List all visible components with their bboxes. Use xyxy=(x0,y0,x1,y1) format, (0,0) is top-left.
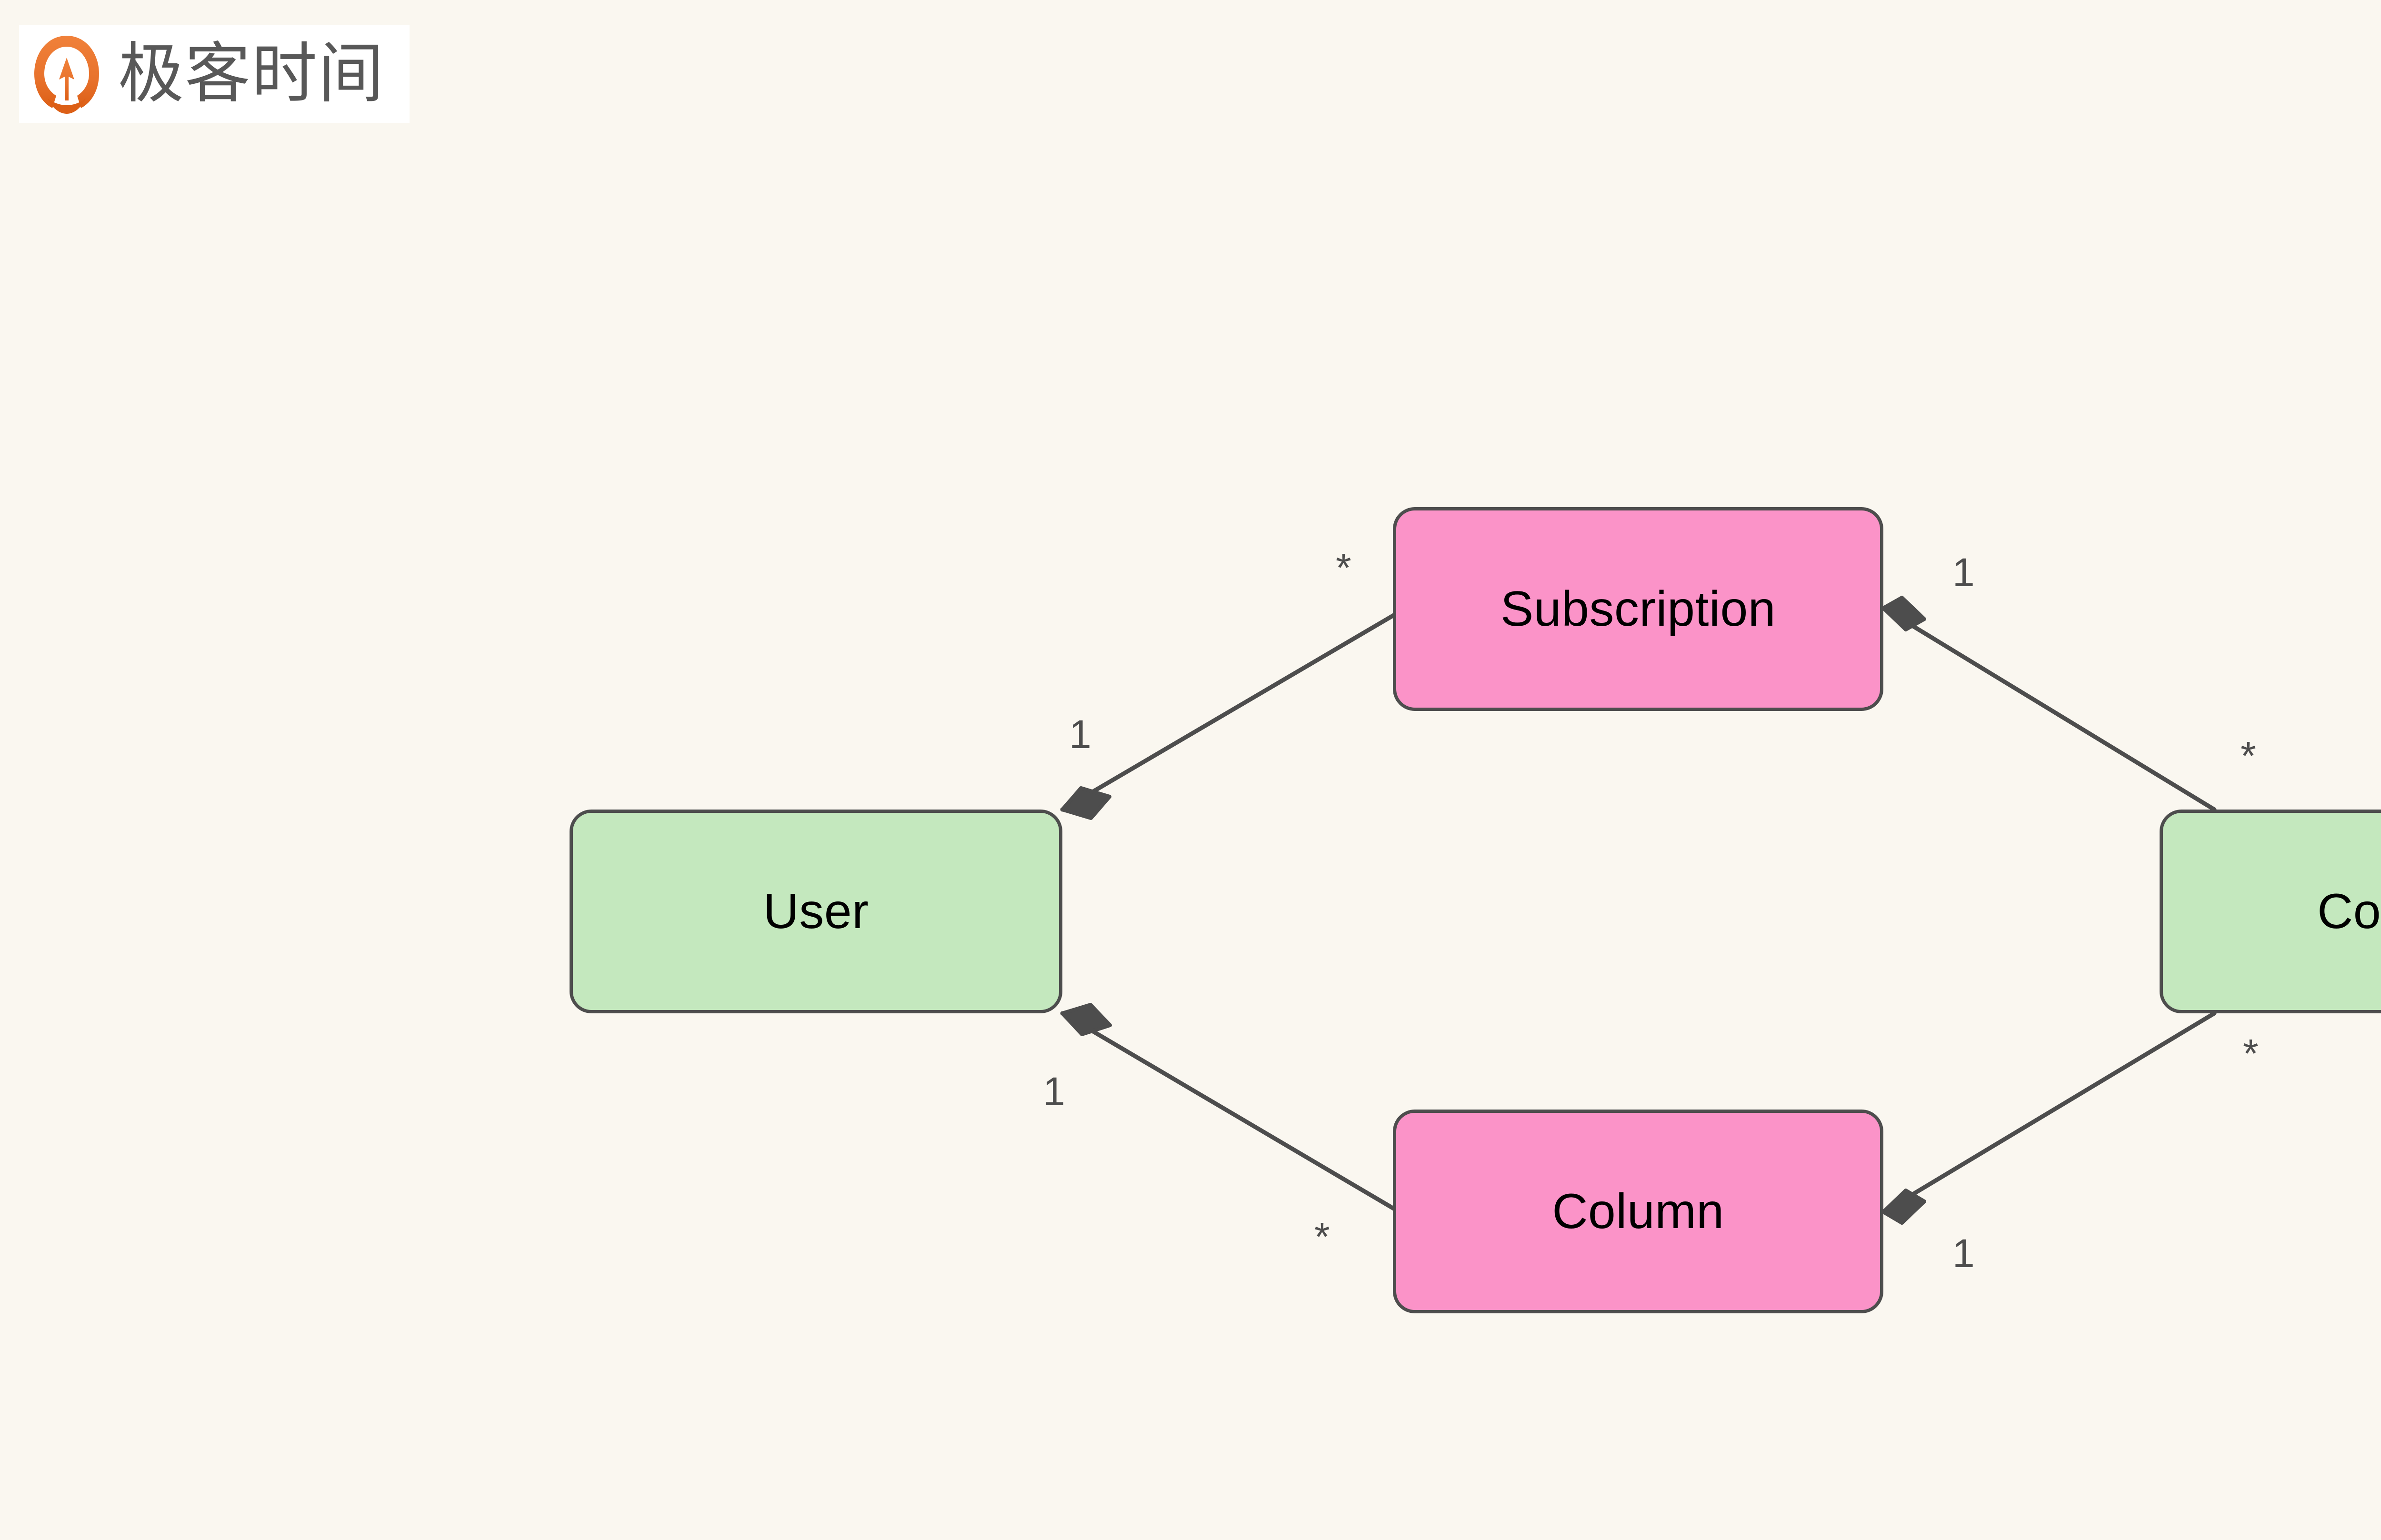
node-subscription[interactable]: Subscription xyxy=(1393,507,1883,711)
node-column[interactable]: Column xyxy=(1393,1110,1883,1313)
node-subscription-label: Subscription xyxy=(1500,581,1776,637)
node-user-label: User xyxy=(763,884,869,939)
edge-subscription-content[interactable] xyxy=(1881,596,2217,812)
multiplicity-user-to-subscription: 1 xyxy=(1069,712,1091,757)
geektime-logo-icon xyxy=(34,36,99,114)
multiplicity-column-to-user: * xyxy=(1314,1214,1330,1259)
composition-diamond-icon xyxy=(1881,1189,1926,1225)
composition-diamond-icon xyxy=(1060,786,1111,820)
composition-diamond-icon xyxy=(1060,1003,1112,1036)
composition-diamond-icon xyxy=(1881,596,1926,631)
edge-user-subscription[interactable] xyxy=(1060,612,1398,820)
edge-column-content[interactable] xyxy=(1881,1011,2217,1225)
node-content[interactable]: Content xyxy=(2160,810,2381,1013)
brand-wordmark: 极客时间 xyxy=(118,35,385,112)
node-content-label: Content xyxy=(2317,884,2381,939)
multiplicity-user-to-column: 1 xyxy=(1043,1069,1065,1114)
brand-logo-plate: 极客时间 xyxy=(19,25,410,123)
multiplicity-column-to-content: 1 xyxy=(1952,1231,1975,1276)
multiplicity-content-to-subscription: * xyxy=(2241,733,2256,778)
multiplicity-subscription-to-content: 1 xyxy=(1952,550,1975,595)
multiplicity-subscription-to-user: * xyxy=(1336,545,1351,590)
multiplicity-content-to-column: * xyxy=(2243,1031,2259,1076)
node-user[interactable]: User xyxy=(570,810,1062,1013)
edge-user-column[interactable] xyxy=(1060,1003,1398,1212)
node-column-label: Column xyxy=(1552,1184,1724,1239)
